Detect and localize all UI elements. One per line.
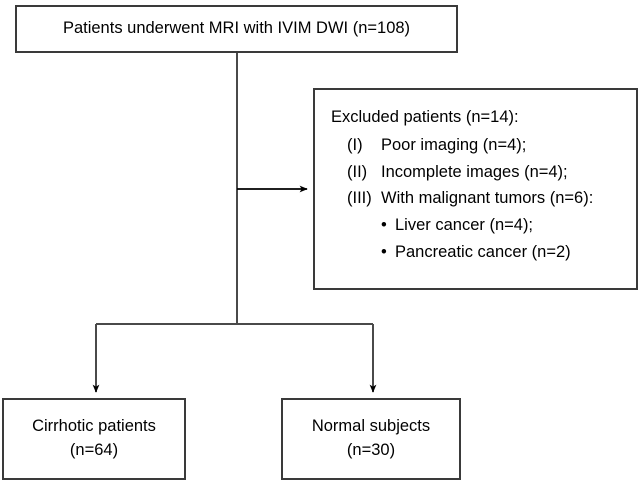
node-cirrhotic-line2: (n=64) (69, 441, 119, 459)
excluded-item-text: With malignant tumors (n=6): (381, 189, 594, 208)
node-cirrhotic-patients: Cirrhotic patients (n=64) (2, 398, 186, 480)
bullet-icon: • (381, 216, 387, 235)
excluded-item: (III) With malignant tumors (n=6): (347, 185, 636, 212)
excluded-item-marker: (II) (347, 162, 368, 181)
excluded-subitem-text: Pancreatic cancer (n=2) (395, 242, 571, 261)
excluded-item: (II) Incomplete images (n=4); (347, 159, 636, 186)
excluded-subitem: • Liver cancer (n=4); (381, 212, 636, 239)
excluded-item-marker: (I) (347, 135, 363, 154)
excluded-subitem-text: Liver cancer (n=4); (395, 216, 534, 235)
excluded-subitem: • Pancreatic cancer (n=2) (381, 239, 636, 266)
node-normal-line2: (n=30) (346, 441, 396, 459)
node-enrolled-line1: Patients underwent MRI with IVIM DWI (n=… (62, 19, 411, 38)
node-normal-subjects: Normal subjects (n=30) (281, 398, 461, 480)
node-enrolled-patients: Patients underwent MRI with IVIM DWI (n=… (15, 5, 458, 53)
excluded-item: (I) Poor imaging (n=4); (347, 132, 636, 159)
excluded-item-text: Poor imaging (n=4); (381, 135, 527, 154)
node-cirrhotic-line1: Cirrhotic patients (32, 417, 156, 436)
excluded-item-text: Incomplete images (n=4); (381, 162, 568, 181)
excluded-item-marker: (III) (347, 189, 372, 208)
node-excluded-patients: Excluded patients (n=14): (I) Poor imagi… (313, 88, 638, 290)
bullet-icon: • (381, 242, 387, 261)
node-normal-line1: Normal subjects (311, 417, 431, 436)
excluded-heading: Excluded patients (n=14): (331, 108, 519, 126)
